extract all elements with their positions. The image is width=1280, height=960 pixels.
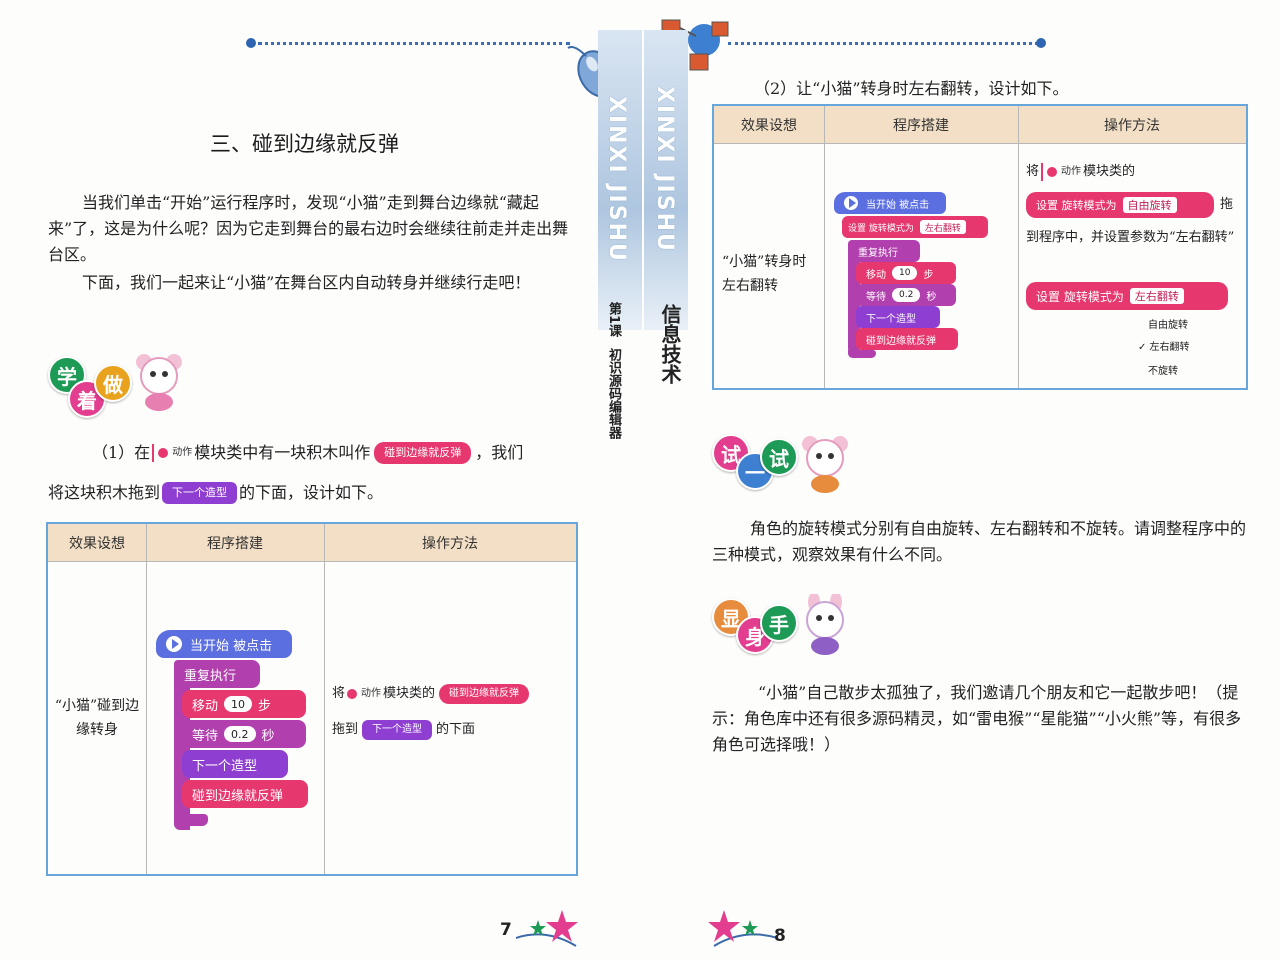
motion-module-tag: 动作 (152, 440, 192, 466)
next-costume-block-inline: 下一个造型 (162, 482, 238, 504)
bunny-mascot-icon (806, 594, 844, 655)
design-table-1: 效果设想 程序搭建 操作方法 “小猫”碰到边缘转身 当开始 被点击 重复执行 移… (46, 522, 578, 876)
next-costume-block-method: 下一个造型 (362, 720, 433, 740)
rotation-option-free[interactable]: 自由旋转 (1148, 320, 1188, 331)
wait-block-2: 等待 0.2 秒 (856, 284, 956, 306)
move-block-2: 移动 10 步 (856, 262, 956, 284)
bounce-block: 碰到边缘就反弹 (182, 780, 308, 808)
top-dotline (258, 42, 570, 45)
spine-pinyin-left: XINXI JISHU (604, 96, 629, 263)
repeat-block: 重复执行 (174, 660, 260, 688)
section-heading: 三、碰到边缘就反弹 (210, 132, 399, 156)
bounce-block-2: 碰到边缘就反弹 (856, 328, 958, 350)
table1-header-effect: 效果设想 (48, 524, 146, 562)
play-icon-2 (844, 196, 858, 210)
bear-mascot-icon-2 (802, 436, 848, 493)
repeat-block-2: 重复执行 (848, 240, 920, 262)
when-start-block: 当开始 被点击 (156, 630, 292, 658)
table1-effect-text: “小猫”碰到边缘转身 (54, 698, 140, 738)
try-it-text: 角色的旋转模式分别有自由旋转、左右翻转和不旋转。请调整程序中的三种模式，观察效果… (712, 519, 1247, 564)
set-rotation-block-method: 设置 旋转模式为 自由旋转 (1026, 192, 1214, 218)
star-swoosh-icon-2 (708, 910, 778, 947)
table2-method-line3: 到程序中，并设置参数为“左右翻转” (1026, 230, 1235, 245)
spine-band-right (644, 30, 688, 330)
page-number-right: 8 (774, 926, 786, 946)
table2-divider-2 (1018, 106, 1019, 388)
repeat-block-foot (174, 814, 208, 826)
table1-divider-2 (324, 524, 325, 874)
table2-header-effect: 效果设想 (714, 106, 824, 144)
try-char-3: 试 (760, 438, 798, 476)
table1-divider-1 (146, 524, 147, 874)
table2-header-method: 操作方法 (1018, 106, 1246, 144)
bear-mascot-icon (136, 354, 182, 411)
when-start-block-2: 当开始 被点击 (834, 192, 946, 214)
repeat-block-foot-2 (848, 350, 876, 358)
step1-line1: （1）在 动作 模块类中有一块积木叫作 碰到边缘就反弹 ，我们 (92, 440, 592, 466)
try-it-badge: 试 一 试 (710, 430, 860, 500)
spine-band-left (598, 30, 642, 330)
rotation-option-none[interactable]: 不旋转 (1148, 366, 1178, 377)
dotline-end-dot (1036, 38, 1046, 48)
motion-module-tag-2: 动作 (347, 682, 381, 706)
step2-text: （2）让“小猫”转身时左右翻转，设计如下。 (754, 79, 1069, 98)
page-number-left: 7 (500, 920, 512, 940)
next-costume-block-2: 下一个造型 (856, 306, 940, 328)
motion-module-tag-3: 动作 (1041, 160, 1081, 184)
spine-lesson-number: 第1课 (606, 302, 621, 338)
table2-method-line1: 将 动作 模块类的 (1026, 160, 1240, 184)
table2-header-program: 程序搭建 (824, 106, 1018, 144)
design-table-2: 效果设想 程序搭建 操作方法 “小猫”转身时左右翻转 当开始 被点击 设置 旋转… (712, 104, 1248, 390)
star-swoosh-icon (516, 910, 578, 947)
play-icon (166, 636, 182, 652)
learn-by-doing-badge: 学 着 做 (44, 350, 194, 420)
table1-method-line2: 拖到 下一个造型 的下面 (332, 718, 574, 742)
rotation-option-flip[interactable]: ✓ 左右翻转 (1138, 342, 1190, 353)
bounce-block-inline: 碰到边缘就反弹 (374, 442, 472, 464)
top-dotline-right (728, 42, 1038, 45)
show-char-3: 手 (760, 604, 798, 642)
step1-line2: 将这块积木拖到 下一个造型 的下面，设计如下。 (48, 482, 384, 504)
table2-effect-text: “小猫”转身时左右翻转 (722, 254, 807, 294)
move-block: 移动 10 步 (182, 690, 306, 718)
table2-method-line2: 设置 旋转模式为 自由旋转 拖 (1026, 192, 1240, 218)
spine-pinyin-right: XINXI JISHU (652, 86, 677, 253)
show-skills-badge: 显 身 手 (710, 594, 860, 664)
motion-icon-3 (1047, 167, 1058, 177)
right-page: （2）让“小猫”转身时左右翻转，设计如下。 效果设想 程序搭建 操作方法 “小猫… (640, 0, 1280, 960)
show-skills-text: “小猫”自己散步太孤独了，我们邀请几个朋友和它一起散步吧！（提示：角色库中还有很… (712, 683, 1242, 754)
set-rotation-block: 设置 旋转模式为 左右翻转 (842, 216, 988, 238)
book-spine: XINXI JISHU XINXI JISHU 第1课 初识源码编辑器 信息技术 (592, 30, 688, 960)
intro-paragraph-2: 下面，我们一起来让“小猫”在舞台区内自动转身并继续行走吧！ (82, 273, 531, 292)
wait-block: 等待 0.2 秒 (182, 720, 306, 748)
set-rotation-block-2: 设置 旋转模式为 左右翻转 (1026, 282, 1228, 310)
next-costume-block: 下一个造型 (182, 750, 288, 778)
table1-method-line1: 将 动作 模块类的 碰到边缘就反弹 (332, 682, 574, 706)
spine-lesson-title: 初识源码编辑器 (606, 348, 621, 439)
badge-char-3: 做 (94, 364, 132, 402)
table1-header-method: 操作方法 (324, 524, 576, 562)
motion-icon (158, 448, 169, 458)
intro-paragraph-1: 当我们单击“开始”运行程序时，发现“小猫”走到舞台边缘就“藏起来”了，这是为什么… (48, 193, 569, 264)
table2-divider-1 (824, 106, 825, 388)
spine-subject: 信息技术 (658, 304, 682, 384)
left-page: 三、碰到边缘就反弹 当我们单击“开始”运行程序时，发现“小猫”走到舞台边缘就“藏… (44, 38, 619, 947)
motion-icon-2 (347, 689, 358, 699)
bounce-block-method: 碰到边缘就反弹 (439, 684, 530, 704)
table1-header-program: 程序搭建 (146, 524, 324, 562)
dotline-start-dot (246, 38, 256, 48)
